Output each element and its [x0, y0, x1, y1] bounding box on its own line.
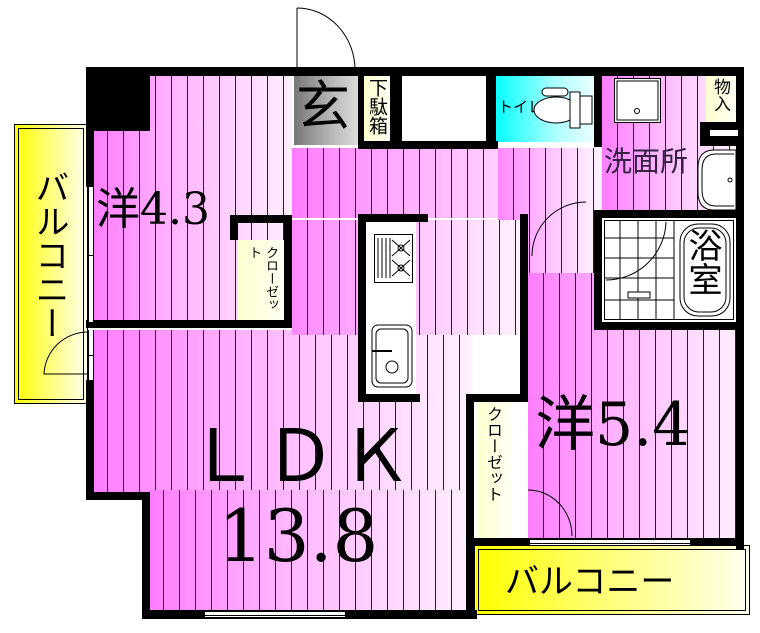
- balcony-west: [14, 124, 88, 404]
- washbasin-icon: [697, 149, 737, 211]
- balcony-south: [474, 545, 750, 615]
- gas-stove-icon: [374, 234, 413, 283]
- wall-west-upper: [86, 67, 94, 187]
- storage-label: 物入: [710, 78, 730, 112]
- closet-1-label: クローゼット: [246, 246, 278, 311]
- ldk-floor-lower: [148, 490, 472, 615]
- wall-entry-div1: [358, 67, 364, 147]
- balcony-door-icon: [43, 331, 89, 375]
- closet-2: [477, 400, 511, 538]
- western-room-1-label: 洋4.3: [96, 184, 210, 235]
- wall-east: [736, 67, 744, 549]
- bathroom-tile-grid: [604, 220, 734, 320]
- kitchen-sink-icon: [371, 324, 413, 388]
- wall-closet1-box: [230, 215, 292, 223]
- wall-entry-div3: [486, 67, 496, 147]
- bathroom-label: 浴室: [682, 228, 722, 296]
- window-south-ldk[interactable]: [205, 611, 345, 618]
- wall-entry-bottom: [358, 141, 498, 149]
- wall-corner-block: [86, 67, 150, 131]
- shoe-box-label: 下駄箱: [366, 78, 388, 135]
- wall-notch-h: [86, 492, 148, 500]
- wall-bath-bottom: [594, 322, 744, 330]
- window-west-ldk[interactable]: [88, 330, 94, 380]
- closet-1: [238, 240, 284, 320]
- ldk-area-label: 13.8: [218, 494, 379, 578]
- window-west-room1[interactable]: [88, 187, 94, 322]
- balcony-west-label: バルコニー: [29, 170, 69, 340]
- wall-kitchen-left: [358, 214, 366, 400]
- wall-entry-div2: [390, 67, 402, 147]
- wall-room2-west: [520, 214, 528, 394]
- storage-shelf: [710, 130, 738, 136]
- western-room-2-label: 洋5.4: [535, 390, 691, 460]
- wall-notch-v: [142, 492, 150, 618]
- washroom-label: 洗面所: [604, 145, 689, 178]
- wall-washroom-left: [594, 210, 602, 328]
- wall-kitchen-top: [358, 214, 428, 222]
- room2-door-icon: [527, 489, 573, 537]
- entrance-door-icon: [296, 7, 356, 71]
- closet-2-label: クローゼット: [484, 406, 503, 502]
- ldk-label: ＬＤＫ: [188, 414, 417, 498]
- shoe-box: [364, 76, 390, 144]
- washing-machine-pan-icon: [614, 78, 661, 123]
- window-south-room2[interactable]: [530, 539, 690, 546]
- wall-top: [86, 67, 742, 76]
- balcony-south-label: バルコニー: [505, 562, 675, 602]
- wall-west-lower: [86, 380, 94, 500]
- storage-closet: [706, 76, 736, 124]
- wall-closet1-side: [284, 215, 292, 325]
- wall-toilet-right: [594, 67, 602, 147]
- wall-closet1-left: [230, 215, 238, 240]
- storage-white-area: [402, 76, 486, 141]
- entrance-label: 玄: [296, 75, 350, 138]
- wall-bath-top: [594, 210, 744, 218]
- toilet-label: トイレ: [498, 98, 544, 116]
- wall-closet2-left: [466, 394, 474, 619]
- toilet-icon: [533, 87, 593, 129]
- wall-kitchen-bottom: [358, 394, 420, 402]
- hall-door-icon: [531, 201, 587, 257]
- wall-closet2-top: [466, 394, 528, 402]
- wall-room1-bottom: [86, 320, 292, 328]
- entrance-floor: [294, 75, 360, 145]
